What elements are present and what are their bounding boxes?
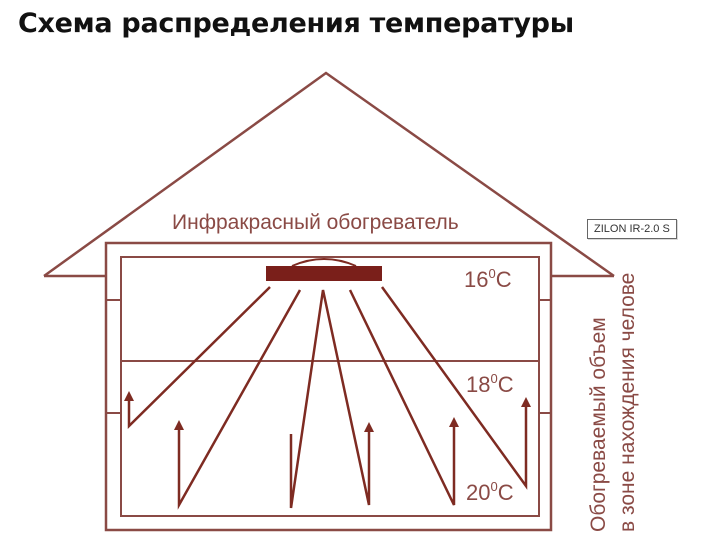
temperature-label-20: 200C bbox=[466, 479, 514, 505]
house-outer-wall bbox=[104, 241, 553, 532]
page-title: Схема распределения температуры bbox=[18, 8, 574, 39]
heater-arc bbox=[291, 258, 357, 267]
zone-label-line1: Обогреваемый объем bbox=[587, 317, 610, 532]
heat-rays bbox=[124, 286, 531, 510]
roof-outline bbox=[43, 71, 615, 278]
heat-ray bbox=[124, 286, 271, 429]
heat-ray bbox=[348, 289, 459, 506]
temperature-label-18: 180C bbox=[466, 371, 514, 397]
heater-label: Инфракрасный обогреватель bbox=[172, 211, 459, 234]
house-inner-wall bbox=[120, 256, 540, 517]
heat-ray bbox=[289, 289, 374, 509]
temperature-label-16: 160C bbox=[464, 266, 512, 292]
heat-ray bbox=[174, 289, 302, 510]
heat-ray bbox=[380, 286, 531, 490]
zone-label-line2: в зоне нахождения челове bbox=[616, 273, 639, 532]
infrared-heater bbox=[266, 266, 382, 281]
model-badge: ZILON IR-2.0 S bbox=[587, 219, 677, 239]
wall-ticks bbox=[106, 299, 551, 414]
